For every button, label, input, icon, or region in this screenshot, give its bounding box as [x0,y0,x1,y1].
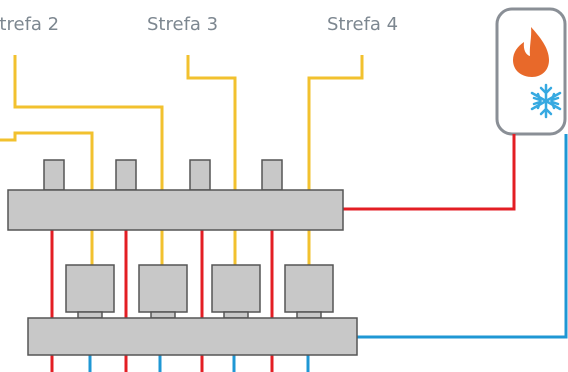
return-manifold [27,317,358,356]
supply-loop-pipes [50,230,274,372]
zone-3-label: Strefa 3 [147,14,219,35]
zone-wire-2 [13,55,164,265]
zone-wire-3 [186,55,237,265]
supply-manifold [7,159,344,231]
zone-wire-4 [307,55,364,265]
return-loop-pipes [88,355,310,372]
actuator-4 [284,264,334,313]
actuators [65,264,334,319]
supply-pipe-main [343,134,516,211]
actuator-2 [138,264,188,313]
zone-4-label: Strefa 4 [327,14,399,35]
snowflake-icon [530,83,562,119]
actuator-3 [211,264,261,313]
zone-wires [0,55,364,265]
zone-wire-1 [0,131,94,265]
zone-2-label: Strefa 2 [0,14,60,35]
heat-source-unit [495,7,567,136]
return-pipe-main [357,134,568,339]
flame-icon [513,27,549,77]
actuator-1 [65,264,115,313]
